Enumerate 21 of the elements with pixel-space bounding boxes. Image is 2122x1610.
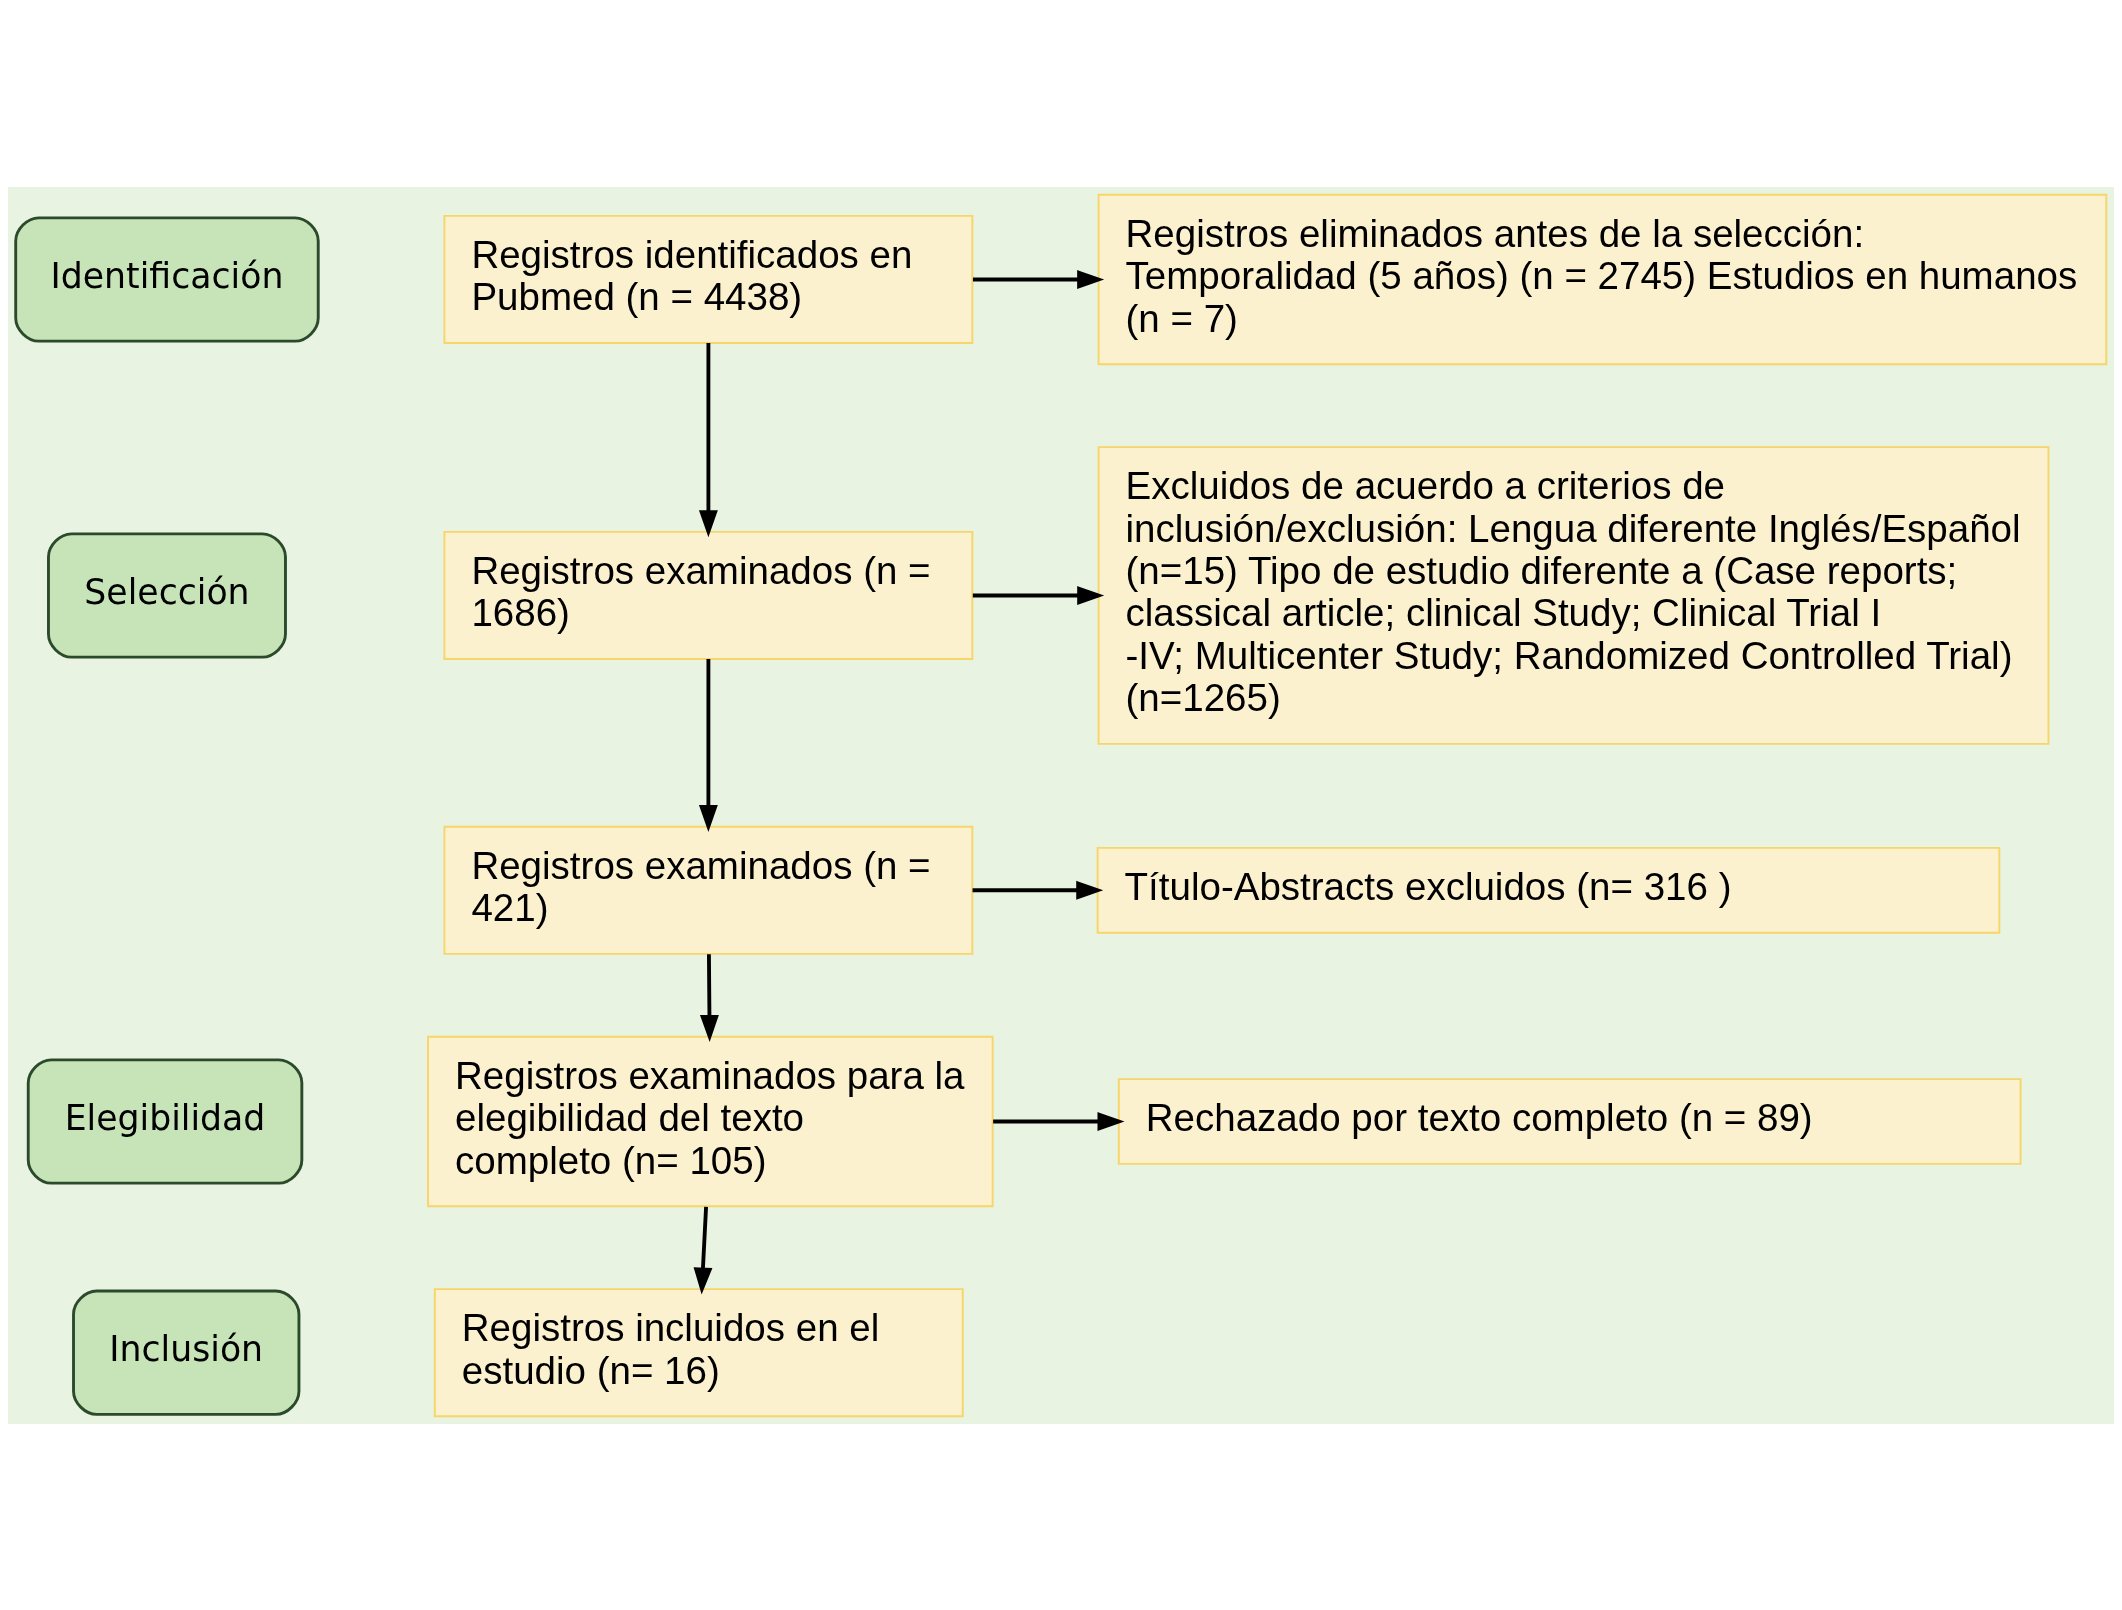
arrow	[700, 953, 719, 1042]
node-box: Registros eliminados antes de la selección: Temporalidad (5 años) (n = 2745) Estudios en humanos (n = 7)	[1097, 193, 2108, 365]
arrow	[972, 269, 1105, 289]
arrow	[693, 1206, 713, 1295]
node-box: Registros incluidos en el estudio (n= 16)	[433, 1287, 964, 1417]
arrow	[698, 342, 718, 537]
node-box: Rechazado por texto completo (n = 89)	[1117, 1077, 2022, 1165]
node-box: Registros examinados (n = 1686)	[443, 530, 974, 660]
arrow	[698, 658, 718, 832]
node-box: Elegibilidad	[26, 1057, 304, 1185]
arrow	[993, 1111, 1125, 1131]
node-box: Registros identificados en Pubmed (n = 4438)	[443, 214, 974, 344]
node-box: Inclusión	[72, 1289, 301, 1416]
node-box: Título-Abstracts excluidos (n= 316 )	[1096, 846, 2001, 934]
node-box: Excluidos de acuerdo a criterios de inclusión/exclusión: Lengua diferente Inglés/Español (n=15) Tipo de estudio diferente a (Case reports; classical article; clinical Study; Clinical Trial I -IV; Multicenter Study; Randomized Controlled Trial) (n=1265)	[1097, 445, 2050, 745]
arrow	[972, 880, 1104, 900]
node-box: Identificación	[14, 215, 320, 343]
node-box: Registros examinados para la elegibilidad del texto completo (n= 105)	[427, 1035, 994, 1207]
node-box: Selección	[47, 531, 287, 659]
node-box: Registros examinados (n = 421)	[443, 825, 974, 955]
arrow	[972, 585, 1105, 605]
